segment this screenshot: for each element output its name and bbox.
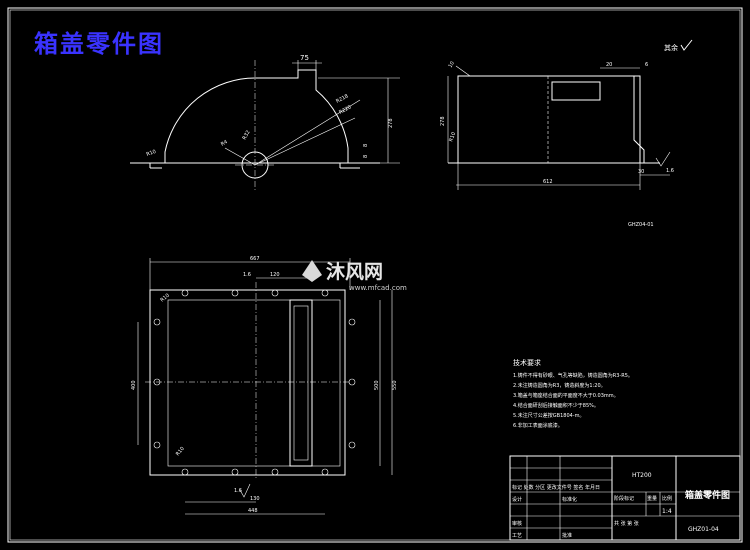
design-label: 设计 — [512, 496, 522, 503]
front-dim-75: 75 — [300, 54, 309, 62]
plan-dim-r10-top: R10 — [159, 293, 170, 304]
title-block: HT200 箱盖零件图 1:4 GHZ01-04 标记 处数 分区 更改文件号 … — [509, 455, 741, 541]
tech-req-item: 5.未注尺寸公差按GB1804-m。 — [513, 412, 584, 419]
side-view: 10 20 278 R10 612 30 1.6 6 — [440, 60, 674, 190]
tech-req-heading: 技术要求 — [513, 358, 541, 367]
side-dim-30: 30 — [638, 169, 644, 175]
side-dim-612: 612 — [543, 179, 553, 185]
plan-dim-400: 400 — [131, 380, 137, 390]
side-roughness-icon — [655, 151, 671, 167]
front-dim-r10: R10 — [146, 149, 157, 158]
front-dim-r32: R32 — [242, 129, 252, 141]
front-dim-r220: R220 — [338, 104, 352, 115]
stage-mark-label: 阶段标记 — [614, 495, 634, 502]
plan-dim-r10-bottom: R10 — [175, 446, 186, 457]
plan-dim-448: 448 — [248, 508, 258, 514]
plan-dim-1.6b: 1.6 — [234, 488, 242, 494]
plan-dim-120: 120 — [270, 272, 280, 278]
front-dim-r218: R218 — [335, 93, 349, 104]
plan-dim-667: 667 — [250, 256, 260, 262]
tech-req-item: 6.非加工表面涂底漆。 — [513, 422, 563, 429]
tech-req-item: 3.箱盖与箱座结合面的平面度不大于0.03mm。 — [513, 392, 619, 399]
plan-dim-550: 550 — [392, 380, 398, 390]
watermark-url: www.mfcad.com — [349, 284, 407, 292]
ratio-label: 比例 — [662, 495, 672, 502]
drawing-number: GHZ01-04 — [688, 526, 719, 533]
roughness-symbol-icon — [680, 39, 693, 51]
process-label: 工艺 — [512, 533, 522, 539]
roughness-note: 其余 — [664, 43, 678, 52]
front-view: 75 R218 R220 R4 R10 R32 278 8 8 — [130, 54, 400, 190]
material-value: HT200 — [632, 472, 652, 479]
side-dim-6: 6 — [645, 62, 648, 68]
drawing-title: 箱盖零件图 — [34, 30, 164, 58]
plan-dim-500: 500 — [374, 380, 380, 390]
tech-requirements: 技术要求 1.铸件不得有砂眼、气孔等缺陷，铸造圆角为R3-R5。 2.未注铸造圆… — [513, 358, 633, 429]
drawing-frame — [7, 7, 743, 543]
plan-view: 667 120 1.6 R10 400 500 550 R10 130 448 … — [131, 256, 398, 515]
review-label: 审核 — [512, 520, 522, 527]
brand-logo-icon — [302, 260, 322, 282]
weight-label: 重量 — [647, 495, 657, 502]
drawing-border — [9, 9, 741, 541]
plan-roughness-icon — [239, 483, 251, 498]
front-dim-278: 278 — [388, 118, 394, 128]
sheets-label: 共 张 第 张 — [614, 520, 639, 527]
side-dim-10: 10 — [448, 60, 456, 69]
plan-dim-1.6: 1.6 — [243, 272, 251, 278]
small-part-label: GHZ04-01 — [628, 222, 654, 228]
tech-req-item: 2.未注铸造圆角为R3，铸造斜度为1:20。 — [513, 382, 606, 389]
scale-value: 1:4 — [662, 508, 672, 515]
standardize-label: 标准化 — [562, 496, 577, 503]
part-name: 箱盖零件图 — [685, 489, 730, 501]
header-row: 标记 处数 分区 更改文件号 签名 年月日 — [512, 484, 600, 491]
tech-req-item: 1.铸件不得有砂眼、气孔等缺陷，铸造圆角为R3-R5。 — [513, 372, 633, 379]
side-dim-20: 20 — [606, 62, 612, 68]
front-dim-8b: 8 — [363, 155, 369, 158]
watermark-brand: 沐风网 — [326, 261, 383, 283]
side-dim-278: 278 — [440, 116, 446, 126]
front-dim-8a: 8 — [363, 144, 369, 147]
side-dim-r10: R10 — [448, 131, 457, 142]
plan-dim-130: 130 — [250, 496, 260, 502]
tech-req-item: 4.结合面研刮后接触面积不少于85%。 — [513, 402, 599, 409]
front-dim-r4: R4 — [220, 139, 229, 148]
side-dim-1.6: 1.6 — [666, 168, 674, 174]
watermark: 沐风网 www.mfcad.com — [302, 260, 407, 292]
approve-label: 批准 — [562, 532, 572, 539]
